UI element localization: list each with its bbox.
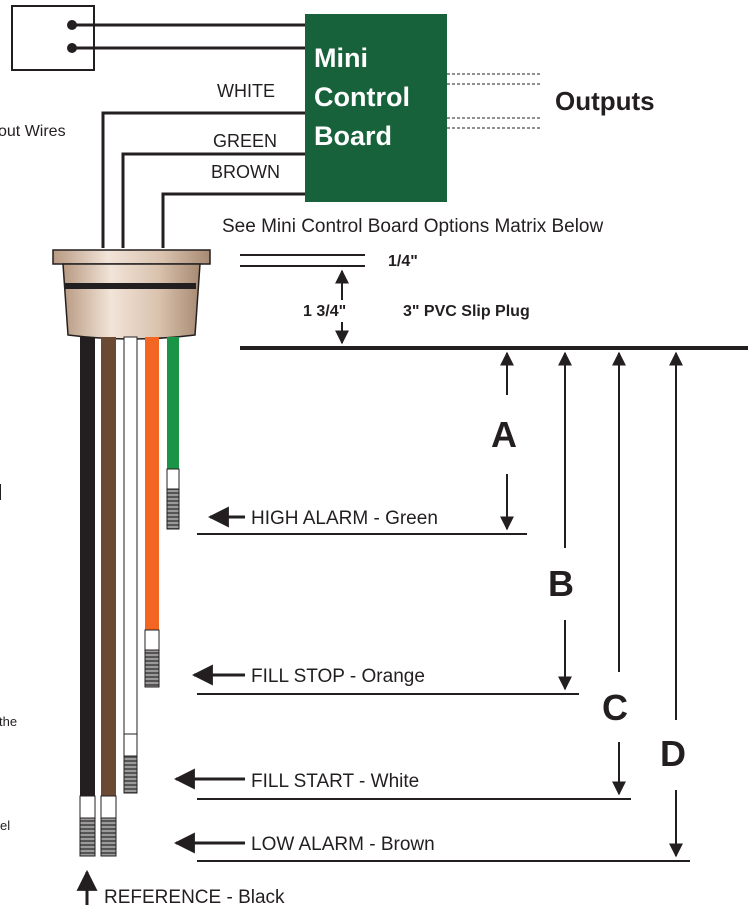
label-fill-stop: FILL STOP - Orange bbox=[251, 666, 425, 687]
wire-label-white: WHITE bbox=[217, 81, 275, 101]
dim-one-three-quarter: 1 3/4" bbox=[303, 303, 346, 320]
probe-white bbox=[123, 336, 138, 794]
level-lines bbox=[197, 533, 690, 862]
wire-label-green: GREEN bbox=[213, 131, 277, 151]
dim-quarter: 1/4" bbox=[388, 253, 418, 270]
board-label-line2: Control bbox=[314, 82, 410, 112]
label-high-alarm: HIGH ALARM - Green bbox=[251, 508, 438, 529]
options-note: See Mini Control Board Options Matrix Be… bbox=[222, 216, 603, 237]
dimension-letter-c: C bbox=[602, 687, 628, 728]
probe-black bbox=[79, 337, 96, 857]
label-low-alarm: LOW ALARM - Brown bbox=[251, 834, 435, 855]
left-fragment-the: the bbox=[0, 714, 17, 729]
left-fragment-el: el bbox=[0, 818, 10, 833]
dimension-letter-d: D bbox=[660, 733, 686, 774]
dimension-letter-a: A bbox=[491, 414, 517, 455]
wire-label-brown: BROWN bbox=[211, 162, 280, 182]
board-label-line3: Board bbox=[314, 121, 392, 151]
dimension-letter-b: B bbox=[548, 563, 574, 604]
board-box bbox=[305, 14, 447, 202]
label-fill-start: FILL START - White bbox=[251, 771, 419, 792]
dimension-arrows bbox=[500, 351, 683, 858]
label-reference: REFERENCE - Black bbox=[104, 887, 285, 908]
board-label-line1: Mini bbox=[314, 43, 368, 73]
output-lines bbox=[447, 73, 540, 129]
power-terminal-box bbox=[11, 5, 305, 71]
mini-control-board: Mini Control Board bbox=[305, 14, 447, 202]
sensor-wires bbox=[101, 111, 305, 248]
outputs-label: Outputs bbox=[555, 86, 655, 116]
pvc-slip-plug bbox=[52, 249, 211, 340]
level-pointers bbox=[76, 506, 245, 905]
probe-brown bbox=[100, 337, 117, 857]
input-wires-label: out Wires bbox=[0, 123, 66, 140]
probe-orange bbox=[144, 337, 160, 688]
plug-label: 3" PVC Slip Plug bbox=[403, 303, 530, 320]
plug-dimensions bbox=[240, 254, 748, 350]
probe-green bbox=[166, 337, 180, 530]
